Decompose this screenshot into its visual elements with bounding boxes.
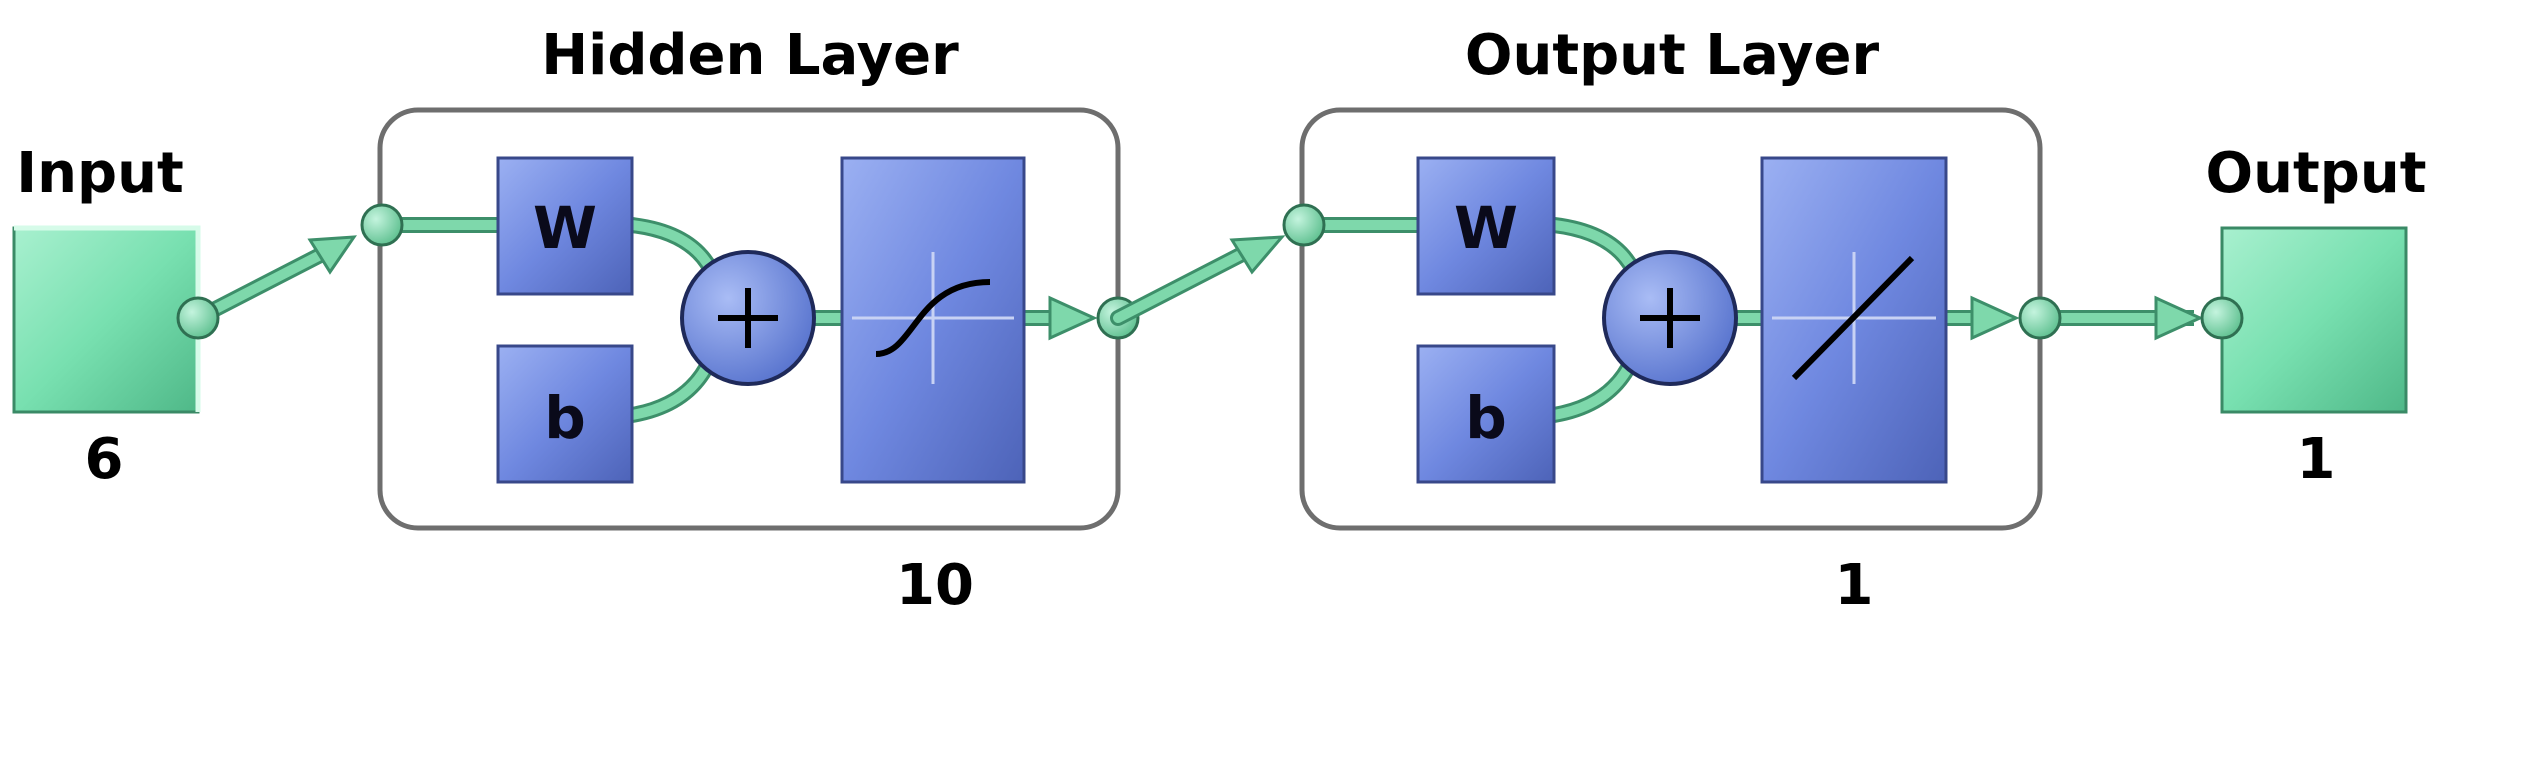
input-size: 6 bbox=[85, 427, 124, 492]
hidden-to-output-connector bbox=[1110, 235, 1286, 326]
linear-function-icon bbox=[1791, 255, 1915, 381]
input-to-hidden-connector bbox=[190, 235, 357, 326]
output-weight-label: W bbox=[1454, 194, 1518, 262]
output-size: 1 bbox=[2297, 427, 2336, 492]
hidden-bias-block: b bbox=[496, 344, 634, 484]
hidden-weight-label: W bbox=[533, 194, 597, 262]
input-block bbox=[11, 225, 201, 415]
hidden-sum-node bbox=[680, 250, 816, 386]
hidden-layer-title: Hidden Layer bbox=[541, 23, 959, 88]
output-port-node bbox=[2200, 296, 2244, 340]
output-transfer-function-block bbox=[1760, 156, 1948, 484]
hidden-transfer-function-block bbox=[840, 156, 1026, 484]
output-sum-node bbox=[1602, 250, 1738, 386]
output-bias-label: b bbox=[1465, 384, 1507, 452]
output-bias-block: b bbox=[1416, 344, 1556, 484]
output-block bbox=[2220, 226, 2408, 414]
output-layer-input-node bbox=[1282, 203, 1326, 247]
input-port-node bbox=[176, 296, 220, 340]
hidden-bias-label: b bbox=[544, 384, 586, 452]
hidden-weight-block: W bbox=[496, 156, 634, 296]
hidden-layer-size: 10 bbox=[896, 553, 974, 618]
output-layer-output-node bbox=[2018, 296, 2062, 340]
sigmoid-curve-icon bbox=[875, 279, 991, 357]
output-title: Output bbox=[2206, 141, 2427, 206]
output-layer-to-output-connector bbox=[2040, 295, 2204, 341]
input-title: Input bbox=[16, 141, 183, 206]
output-layer-title: Output Layer bbox=[1465, 23, 1880, 88]
output-weight-block: W bbox=[1416, 156, 1556, 296]
output-layer-size: 1 bbox=[1835, 553, 1874, 618]
hidden-input-node bbox=[360, 203, 404, 247]
